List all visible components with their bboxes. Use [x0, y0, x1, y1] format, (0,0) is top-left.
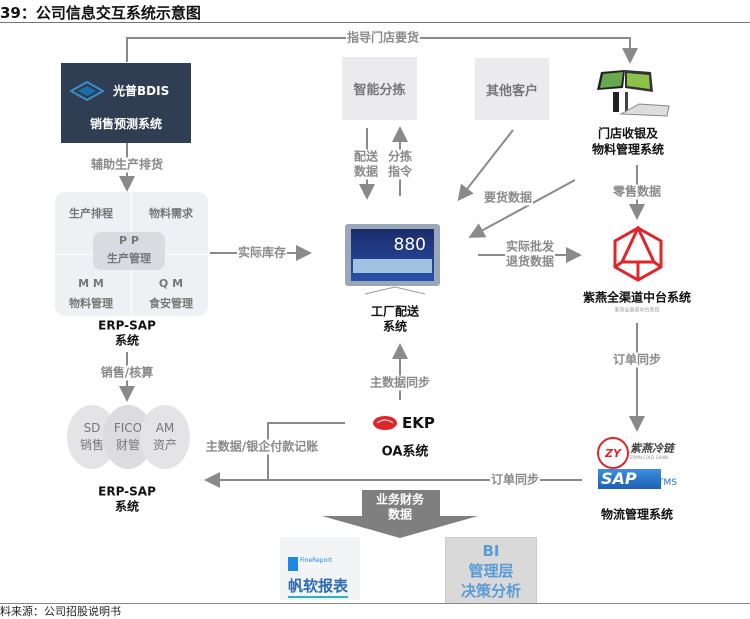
finereport-box: FineReport 帆软报表	[280, 537, 360, 600]
label-actual-inventory: 实际库存	[236, 245, 288, 261]
big-down-arrow	[322, 490, 478, 538]
middle-platform-subtitle: 紫燕全渠道中台系统	[614, 307, 660, 314]
bdis-logo-icon	[69, 80, 105, 102]
bi-line3: 决策分析	[460, 581, 521, 600]
label-order-sync-bottom: 订单同步	[489, 472, 541, 488]
middle-platform-logo-icon	[613, 226, 663, 282]
bi-box: BI 管理层 决策分析	[445, 537, 537, 604]
smart-sorting-box: 智能分拣	[342, 57, 417, 120]
edge-master-bank	[267, 422, 345, 480]
quadrant-mm-code: M M	[78, 277, 104, 290]
logistics-name: 物流管理系统	[600, 507, 674, 522]
erp-fin-name-2: 系统	[114, 499, 140, 514]
quadrant-qm-code: Q M	[158, 277, 184, 290]
bdis-brand: 光普BDIS	[113, 84, 170, 98]
screen-value: 880	[393, 235, 426, 255]
pp-name: 生产管理	[107, 252, 151, 265]
label-order-data: 要货数据	[482, 190, 534, 206]
label-retail-data: 零售数据	[611, 184, 663, 200]
finereport-name: 帆软报表	[288, 575, 349, 598]
oa-name: OA系统	[381, 444, 429, 460]
title-divider	[0, 22, 750, 23]
ziyan-cold-chain-brand: 紫燕冷链	[630, 442, 674, 455]
ekp-logo-text: EKP	[402, 414, 435, 432]
factory-name-1: 工厂配送	[370, 304, 420, 319]
edge-order-data	[468, 179, 576, 238]
biz-fin-data-2: 数据	[387, 507, 413, 522]
finereport-brand: FineReport	[300, 557, 333, 564]
pos-name-1: 门店收银及	[597, 126, 659, 141]
bi-line2: 管理层	[468, 561, 514, 580]
middle-platform-name: 紫燕全渠道中台系统	[582, 290, 692, 305]
label-guide-store-orders: 指导门店要货	[345, 30, 421, 46]
other-customers-box: 其他客户	[475, 58, 549, 120]
zy-logo-icon: ZY	[597, 437, 629, 469]
label-wholesale-1: 实际批发	[504, 239, 556, 255]
label-sorting-2: 指令	[386, 164, 414, 180]
footer-divider	[0, 603, 750, 604]
figure-title: 39：公司信息交互系统示意图	[0, 4, 201, 22]
erp-pp-name-1: ERP-SAP	[98, 318, 156, 333]
sap-logo: SAP	[598, 469, 661, 489]
biz-fin-data-1: 业务财务	[375, 492, 425, 507]
label-wholesale-2: 退货数据	[504, 254, 556, 270]
pp-center: P P 生产管理	[93, 232, 165, 270]
quadrant-mm-name: 物料管理	[69, 297, 113, 310]
pos-name-2: 物料管理系统	[591, 142, 665, 157]
quadrant-qm-name: 食安管理	[149, 297, 193, 310]
bdis-name: 销售预测系统	[89, 117, 162, 131]
erp-fin-name-1: ERP-SAP	[98, 484, 156, 499]
tms-label: TMS	[658, 478, 677, 488]
label-master-bank: 主数据/银企付款记账	[204, 439, 320, 455]
quadrant-scheduling: 生产排程	[69, 207, 113, 220]
erp-pp-name-2: 系统	[114, 333, 140, 348]
pos-terminal-icon	[597, 70, 670, 117]
label-assist-production: 辅助生产排货	[89, 157, 165, 173]
label-delivery-1: 配送	[352, 149, 380, 165]
ekp-logo-icon	[373, 416, 397, 430]
label-delivery-2: 数据	[352, 164, 380, 180]
quadrant-material-req: 物料需求	[149, 207, 193, 220]
source-note: 料来源：公司招股说明书	[0, 605, 121, 618]
bi-line1: BI	[482, 541, 500, 560]
edge-other-customers	[457, 129, 514, 202]
factory-name-2: 系统	[382, 319, 408, 334]
sales-forecast-system: 光普BDIS 销售预测系统	[61, 63, 191, 143]
label-sorting-1: 分拣	[386, 149, 414, 165]
label-master-data-sync: 主数据同步	[368, 375, 432, 391]
label-sales-accounting: 销售/核算	[99, 365, 155, 381]
pp-code: P P	[119, 234, 139, 247]
finereport-logo-icon	[288, 557, 298, 571]
ziyan-cold-chain-en: ZIYAN COLD CHAIN	[630, 455, 669, 460]
label-order-sync-vertical: 订单同步	[611, 352, 663, 368]
